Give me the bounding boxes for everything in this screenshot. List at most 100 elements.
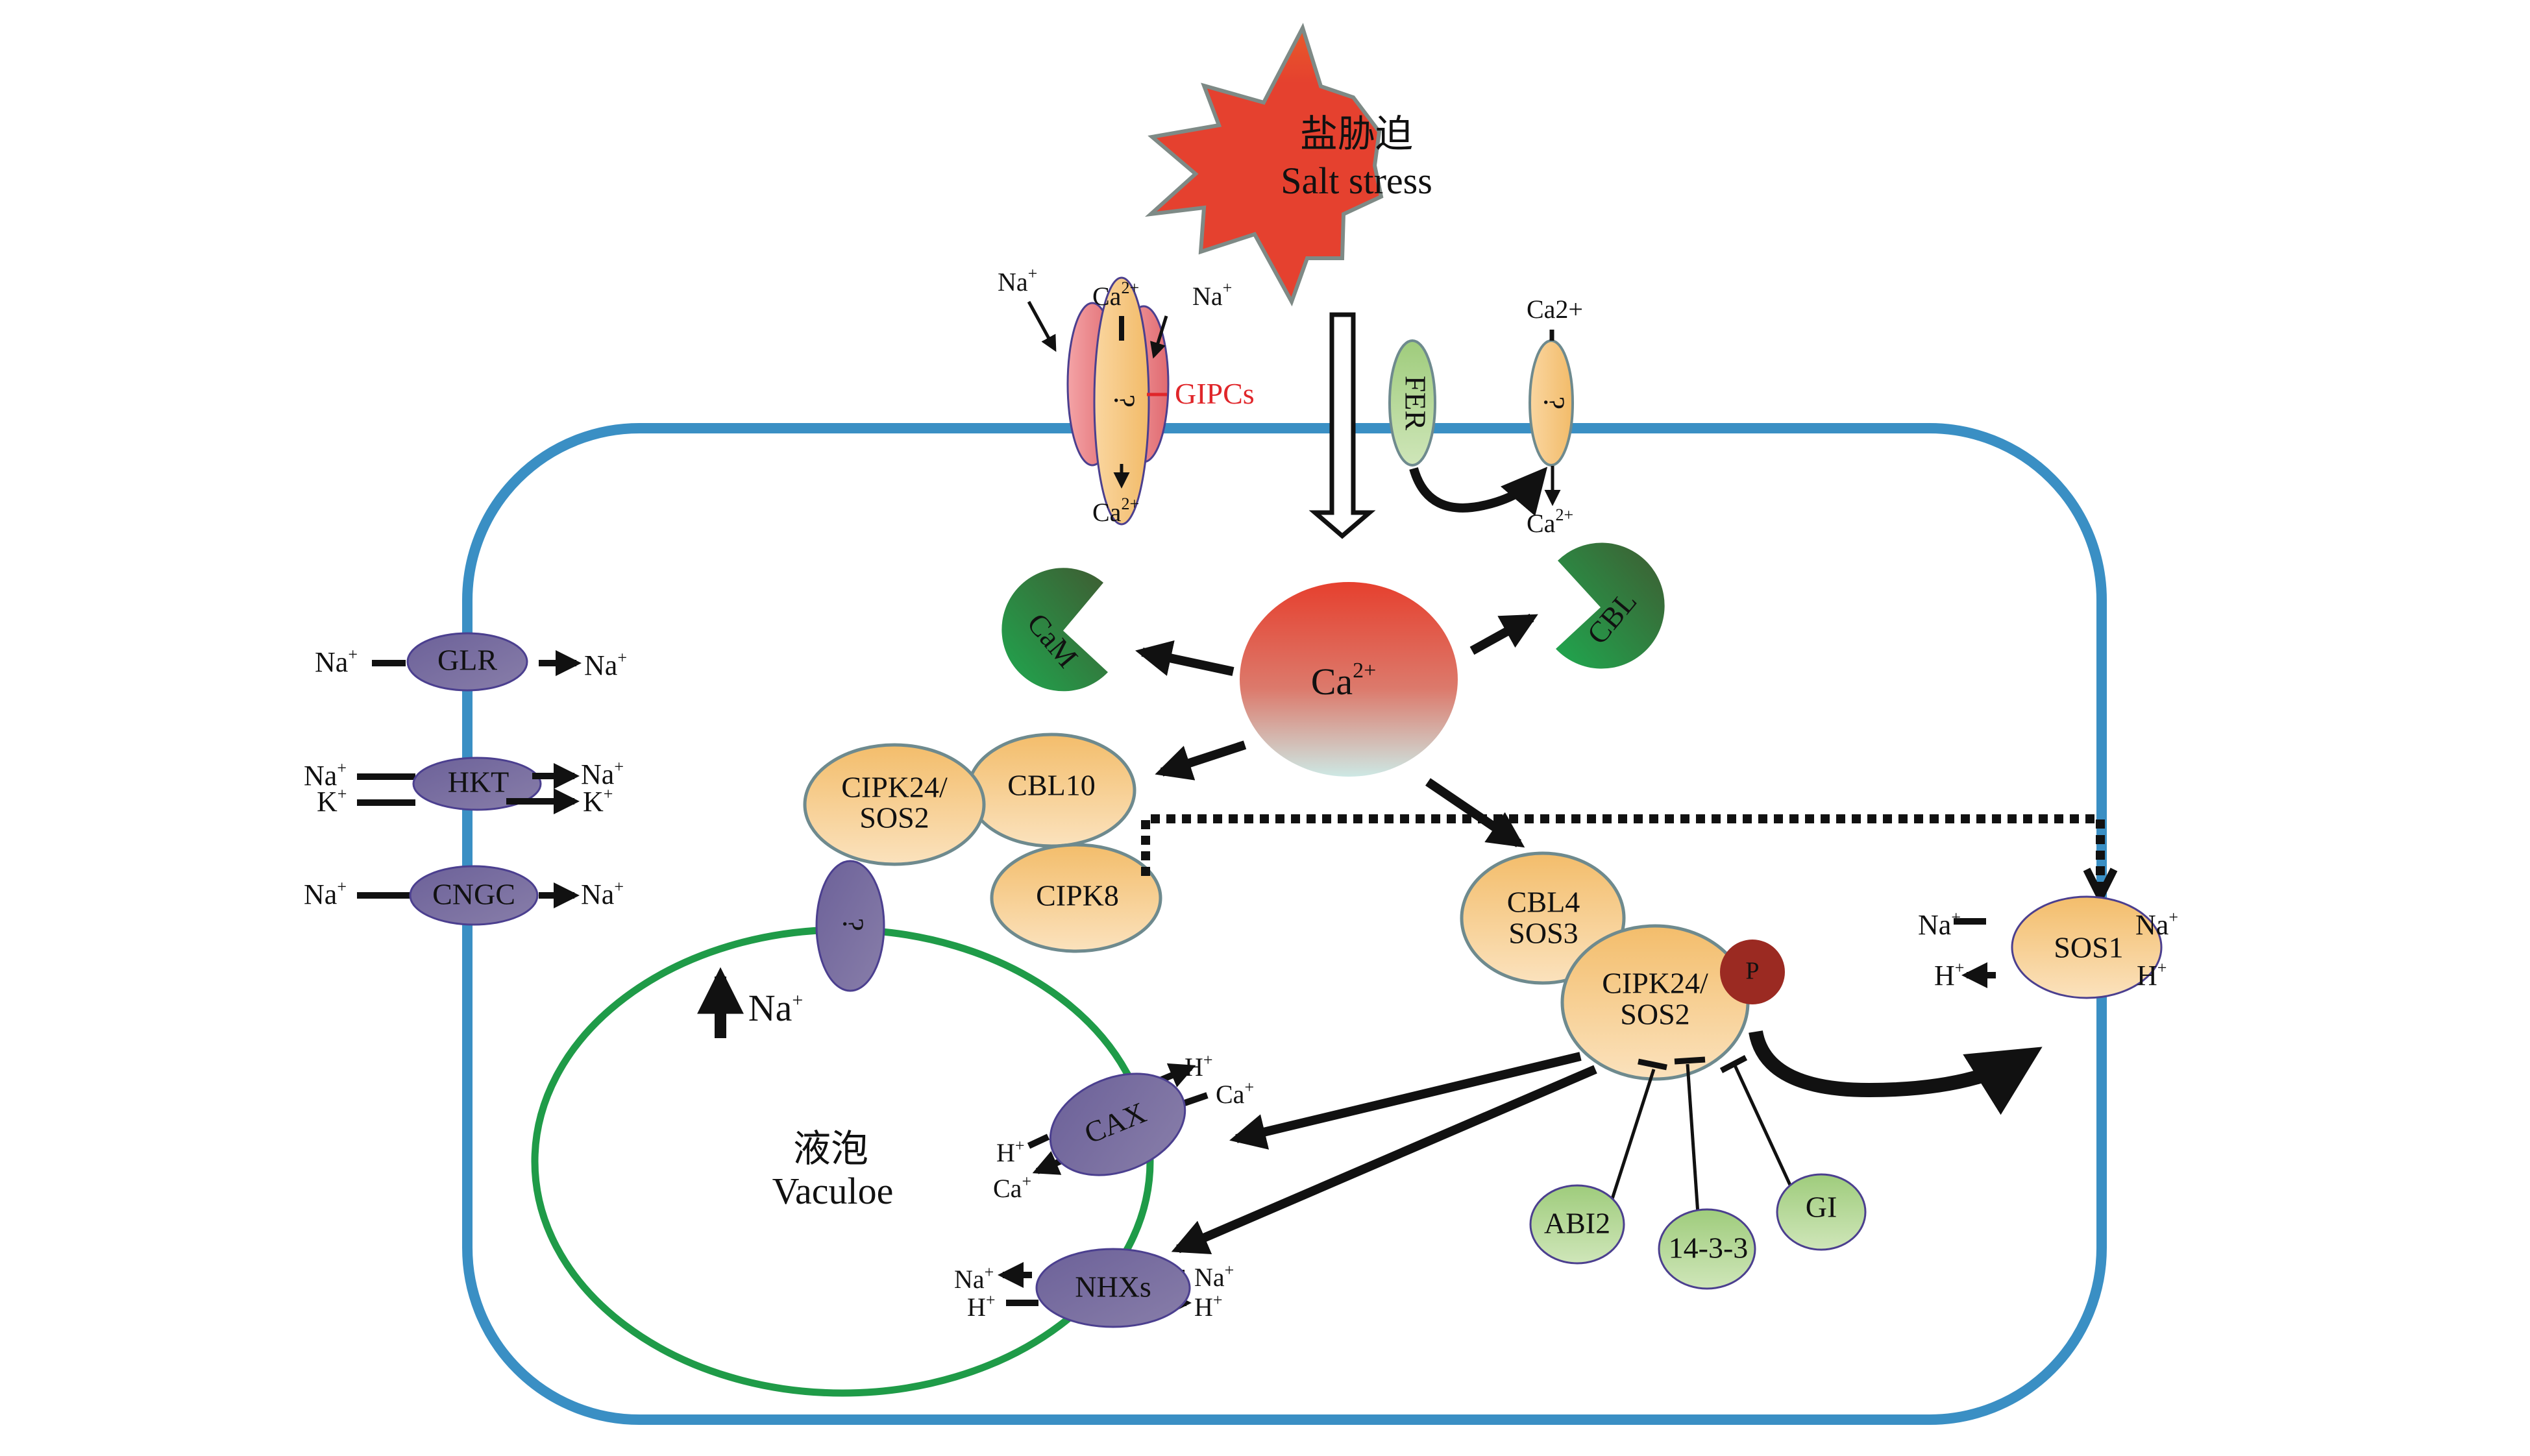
sos1-na-left: Na+ xyxy=(1918,908,1961,941)
phospho-group xyxy=(1720,940,1785,1004)
cax-h-in-line xyxy=(1027,1134,1050,1149)
cipk24-left-node[interactable] xyxy=(803,743,986,866)
hkt-shape xyxy=(412,757,542,811)
hkt-label: HKT xyxy=(448,766,510,799)
arrow-ca-to-cbl4 xyxy=(1425,778,1525,848)
top-na-left: Na+ xyxy=(998,264,1037,297)
abi2-label: ABI2 xyxy=(1544,1207,1610,1240)
cax-h-out: H+ xyxy=(1185,1050,1213,1082)
phospho-label: P xyxy=(1745,958,1759,985)
arrow-cipk24-to-sos1 xyxy=(1749,1030,2043,1115)
cngc-shape xyxy=(409,865,539,926)
cbl-shape xyxy=(1556,542,1665,669)
nhxs-h-inside: H+ xyxy=(967,1291,996,1322)
sos1-label: SOS1 xyxy=(2054,931,2123,964)
cam-sensor[interactable]: CaM xyxy=(1001,568,1108,692)
cngc-na-in: Na+ xyxy=(304,877,347,910)
star-shape xyxy=(1144,23,1384,307)
14-3-3-node[interactable] xyxy=(1658,1208,1756,1290)
cax-h-inside: H+ xyxy=(996,1136,1025,1167)
nhxs-h-outside: H+ xyxy=(1194,1291,1223,1322)
arrow-cipk24-to-cax xyxy=(1229,1052,1582,1150)
plasma-membrane xyxy=(462,423,2107,1425)
cbl4-label-1: CBL4 xyxy=(1507,886,1580,919)
cipk24-left-label-2: SOS2 xyxy=(859,801,929,834)
nhxs-label: NHXs xyxy=(1075,1270,1151,1304)
cax-ca-in-line xyxy=(1183,1092,1209,1106)
gipcs-label: GIPCs xyxy=(1175,377,1255,410)
cax-antiporter[interactable]: CAX H+ Ca+ H+ Ca+ xyxy=(993,1050,1254,1203)
fer-ca-out: Ca2+ xyxy=(1527,505,1573,538)
fer-channel-group: FER ? Ca2+ Ca2+ xyxy=(1388,295,1583,538)
cipk24-left-label-1: CIPK24/ xyxy=(841,771,948,804)
abi2-node[interactable] xyxy=(1529,1184,1625,1265)
cipk8-node[interactable] xyxy=(990,843,1162,953)
hkt-channel[interactable]: HKT Na+ K+ Na+ K+ xyxy=(304,757,624,818)
arrow-ca-to-cbl10 xyxy=(1155,740,1247,781)
gi-label: GI xyxy=(1806,1191,1837,1224)
arrow-ca-to-cbl xyxy=(1469,613,1538,655)
top-calcium-channel[interactable] xyxy=(1093,276,1150,526)
na-in-arrow-left xyxy=(1027,300,1057,352)
nhxs-na-inside: Na+ xyxy=(954,1263,994,1294)
top-ca-out: Ca2+ xyxy=(1092,494,1139,527)
nhxs-na-outside: Na+ xyxy=(1194,1261,1234,1292)
14-3-3-label: 14-3-3 xyxy=(1669,1232,1749,1265)
cax-ca-inside: Ca+ xyxy=(993,1172,1031,1203)
cax-shape xyxy=(1049,1073,1186,1176)
arrow-ca-to-cam xyxy=(1135,640,1234,676)
fer-label: FER xyxy=(1399,376,1432,431)
glr-label: GLR xyxy=(437,644,497,677)
gi-node[interactable] xyxy=(1776,1173,1867,1251)
sos1-shape xyxy=(2011,895,2163,999)
hollow-arrow-down xyxy=(1308,312,1376,539)
nhxs-antiporter[interactable]: NHXs Na+ H+ Na+ H+ xyxy=(954,1248,1234,1328)
top-ca-in: Ca2+ xyxy=(1092,278,1139,311)
hkt-k-in: K+ xyxy=(317,784,347,818)
sos1-transporter[interactable]: SOS1 Na+ H+ Na+ H+ xyxy=(1918,895,2178,999)
na-accumulation-label: Na+ xyxy=(748,987,804,1029)
glr-shape xyxy=(406,632,528,692)
top-channel-label: ? xyxy=(1108,394,1141,407)
top-na-right: Na+ xyxy=(1192,278,1232,311)
tonoplast-unknown-channel[interactable] xyxy=(815,860,885,992)
cbl4-sos3-node[interactable] xyxy=(1460,851,1626,985)
na-in-arrow-right xyxy=(1150,315,1168,359)
gi-inhibition-bar xyxy=(1719,1055,1748,1073)
glr-channel[interactable]: GLR Na+ Na+ xyxy=(315,632,627,692)
cam-shape xyxy=(1001,568,1108,692)
calcium-node[interactable] xyxy=(1240,582,1458,777)
fer-activation-arrow xyxy=(1409,467,1548,516)
vacuole-label-zh: 液泡 xyxy=(793,1128,868,1170)
cipk24-right-label-2: SOS2 xyxy=(1620,998,1689,1031)
abi2-inhibition-bar xyxy=(1638,1058,1667,1071)
nhxs-shape xyxy=(1035,1248,1191,1328)
14-3-3-inhibition-bar xyxy=(1674,1056,1706,1065)
cngc-channel[interactable]: CNGC Na+ Na+ xyxy=(304,865,624,926)
cbl-sensor[interactable]: CBL xyxy=(1556,542,1665,669)
salt-stress-en: Salt stress xyxy=(1281,160,1432,202)
cngc-na-out: Na+ xyxy=(581,877,624,910)
cngc-label: CNGC xyxy=(432,878,515,911)
inhibition-lines xyxy=(1608,1055,1799,1233)
hkt-k-out: K+ xyxy=(583,784,613,818)
tonoplast-channel-label: ? xyxy=(837,918,870,931)
fer-receptor[interactable] xyxy=(1388,339,1436,467)
hkt-na-in: Na+ xyxy=(304,758,347,792)
hkt-na-out: Na+ xyxy=(581,757,624,790)
glr-na-out: Na+ xyxy=(584,648,627,681)
gi-inhibition xyxy=(1732,1063,1799,1200)
cax-ca-in: Ca+ xyxy=(1216,1078,1254,1109)
abi2-inhibition xyxy=(1608,1069,1656,1207)
sos1-na-right: Na+ xyxy=(2135,908,2178,941)
calcium-label: Ca2+ xyxy=(1311,659,1377,703)
14-3-3-inhibition xyxy=(1686,1063,1701,1233)
cbl4-label-2: SOS3 xyxy=(1508,917,1578,950)
sos1-h-right: H+ xyxy=(2137,958,2167,991)
fer-channel-label: ? xyxy=(1538,396,1571,409)
cbl10-label: CBL10 xyxy=(1007,769,1095,802)
top-channel-group: ? GIPCs Na+ Ca2+ Na+ Ca2+ xyxy=(998,264,1255,527)
glr-na-in: Na+ xyxy=(315,645,358,678)
dashed-regulation-line xyxy=(1141,814,2105,890)
